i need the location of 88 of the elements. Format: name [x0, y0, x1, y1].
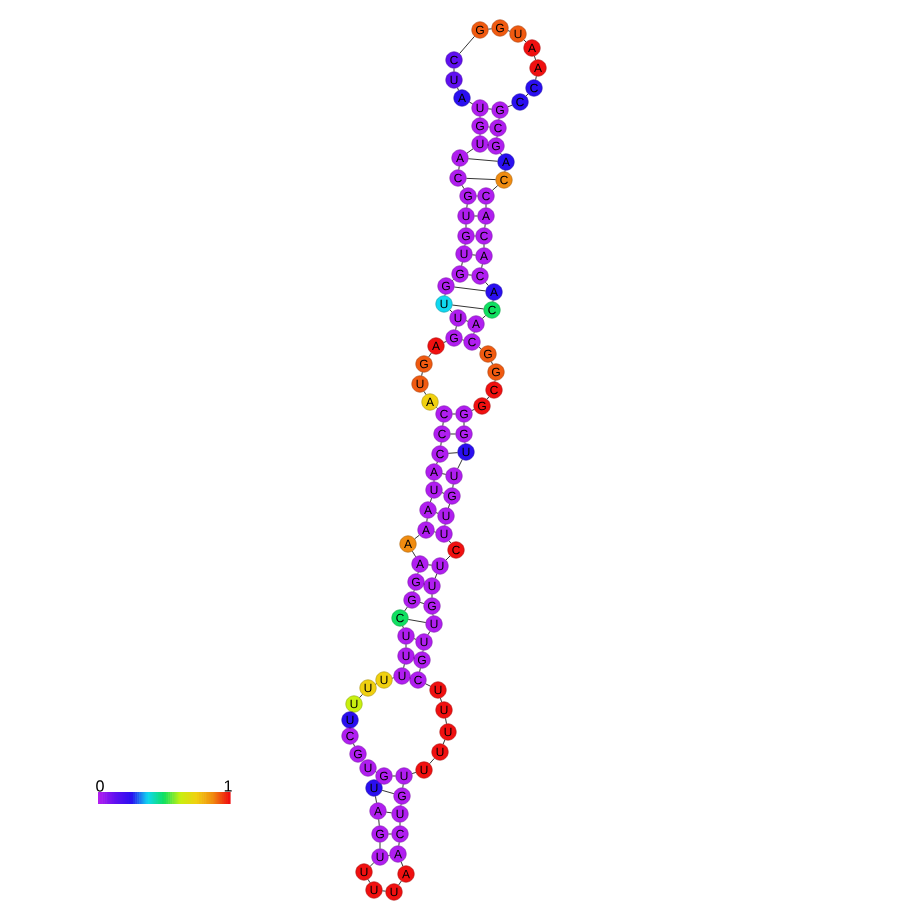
backbone-line — [486, 396, 490, 400]
backbone-line — [379, 842, 381, 849]
base-pair-line — [419, 602, 425, 604]
base-pair-line — [454, 286, 486, 292]
backbone-line — [457, 459, 463, 469]
backbone-line — [425, 683, 431, 687]
backbone-line — [491, 361, 493, 365]
backbone-line — [427, 631, 431, 635]
backbone-line — [398, 842, 400, 846]
base-pair-line — [472, 254, 476, 256]
backbone-line — [419, 667, 421, 673]
backbone-line — [434, 573, 438, 579]
backbone-line — [399, 822, 401, 826]
backbone-line — [440, 442, 442, 446]
backbone-line — [463, 422, 465, 426]
backbone-line — [483, 244, 485, 248]
backbone-line — [453, 68, 455, 72]
backbone-line — [507, 104, 513, 108]
backbone-line — [423, 391, 427, 395]
backbone-line — [466, 148, 474, 154]
backbone-line — [414, 534, 420, 540]
base-pair-line — [474, 215, 478, 217]
base-pair-line — [441, 473, 447, 475]
backbone-line — [412, 550, 417, 558]
backbone-line — [484, 224, 486, 228]
backbone-line — [375, 796, 377, 804]
backbone-line — [359, 694, 363, 698]
base-pair-line — [408, 619, 427, 623]
base-pair-line — [466, 177, 496, 180]
base-pair-line — [428, 564, 432, 566]
backbone-line — [431, 594, 433, 598]
backbone-line — [426, 518, 428, 522]
base-pair-line — [381, 789, 395, 795]
backbone-line — [461, 185, 465, 189]
base-pair-line — [388, 833, 392, 835]
backbone-line — [429, 757, 435, 765]
scale-label: 1 — [224, 780, 232, 792]
backbone-line — [488, 28, 492, 30]
backbone-line — [485, 282, 489, 286]
backbone-line — [353, 743, 355, 747]
backbone-line — [428, 352, 432, 358]
base-pair-line — [452, 304, 484, 310]
backbone-line — [534, 55, 536, 61]
backbone-line — [421, 371, 423, 377]
backbone-line — [471, 409, 475, 411]
backbone-line — [369, 862, 375, 867]
backbone-line — [411, 772, 417, 774]
base-pair-line — [386, 811, 392, 814]
backbone-line — [481, 263, 483, 269]
backbone-line — [430, 497, 432, 503]
backbone-line — [466, 204, 468, 208]
backbone-line — [382, 890, 386, 892]
backbone-line — [455, 325, 457, 331]
backbone-line — [461, 261, 463, 267]
backbone-line — [442, 739, 446, 745]
backbone-line — [445, 717, 447, 725]
backbone-line — [398, 880, 402, 886]
base-pair-line — [488, 108, 492, 110]
backbone-line — [482, 315, 486, 319]
scale-label: 0 — [96, 780, 104, 792]
base-pair-line — [452, 413, 456, 415]
base-pair-line — [468, 158, 498, 162]
backbone-line — [448, 503, 450, 509]
backbone-line — [378, 819, 380, 826]
base-pair-line — [450, 433, 456, 435]
backbone-line — [405, 644, 407, 648]
backbone-line — [469, 101, 473, 105]
backbone-line — [478, 346, 482, 350]
backbone-line — [465, 224, 467, 228]
backbone-line — [535, 75, 537, 81]
backbone-line — [440, 697, 442, 703]
base-pair-line — [448, 452, 458, 454]
backbone-line — [404, 606, 408, 612]
backbone-line — [458, 166, 460, 170]
backbone-line — [452, 484, 454, 488]
backbone-line — [448, 540, 452, 544]
backbone-line — [403, 663, 405, 669]
backbone-line — [457, 87, 459, 91]
base-pair-line — [468, 274, 472, 276]
backbone-line — [367, 879, 371, 883]
backbone-line — [443, 341, 447, 343]
backbone-line — [402, 784, 404, 788]
backbone-line — [485, 204, 487, 208]
backbone-line — [400, 861, 404, 867]
backbone-line — [442, 422, 444, 426]
backbone-line — [459, 36, 475, 54]
backbone-line — [491, 185, 499, 191]
base-pair-line — [392, 775, 396, 777]
